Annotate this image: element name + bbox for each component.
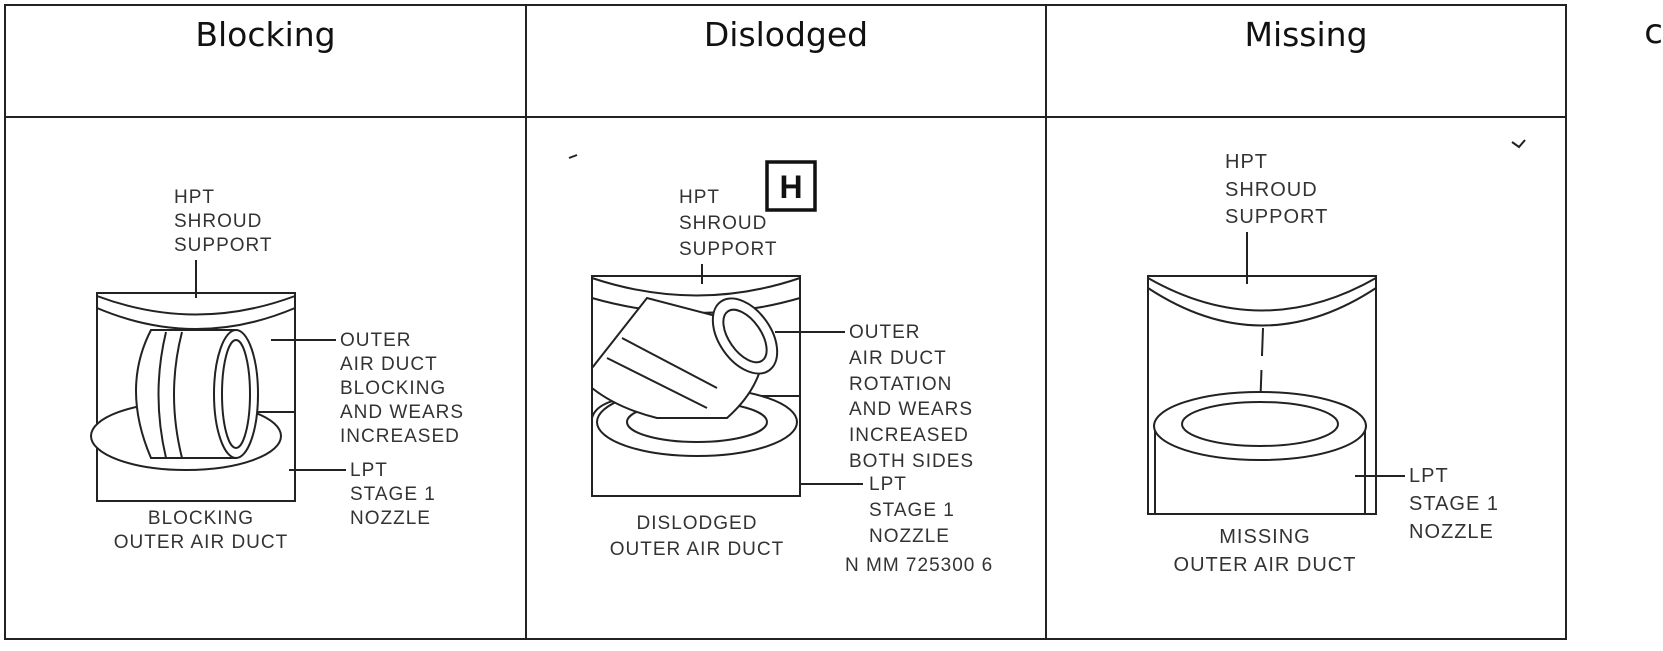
caption-line: BLOCKING bbox=[148, 508, 254, 529]
blocking-illustration: HPT SHROUD SUPPORT OUTER AIR DUCT BLOCKI… bbox=[90, 187, 464, 553]
duct-end-ring bbox=[213, 329, 259, 459]
lpt-label-line: LPT bbox=[1409, 465, 1449, 487]
caption-line: MISSING bbox=[1219, 526, 1310, 548]
duct-label-line: AIR DUCT bbox=[849, 348, 947, 369]
duct-end-inner bbox=[722, 308, 768, 364]
caption-line: OUTER AIR DUCT bbox=[610, 539, 784, 560]
duct-label-line: INCREASED bbox=[849, 425, 969, 446]
duct-label-line: AND WEARS bbox=[849, 399, 973, 420]
hpt-label-line: SHROUD bbox=[174, 211, 262, 232]
lpt-label-line: NOZZLE bbox=[350, 508, 431, 529]
lpt-label-line: NOZZLE bbox=[869, 526, 950, 547]
duct-label-line: BOTH SIDES bbox=[849, 451, 974, 472]
cell-missing: HPT SHROUD SUPPORT LPT STAGE 1 NOZZLE MI… bbox=[1045, 116, 1567, 640]
header-row: Blocking Dislodged Missing bbox=[4, 4, 1567, 118]
lpt-label-line: LPT bbox=[869, 474, 907, 495]
comparison-table: Blocking Dislodged Missing HPT SHROUD SU… bbox=[4, 4, 1567, 640]
hpt-label-line: SUPPORT bbox=[1225, 206, 1328, 228]
duct-label-line: OUTER bbox=[849, 322, 921, 343]
lpt-label-line: STAGE 1 bbox=[869, 500, 955, 521]
header-blocking: Blocking bbox=[4, 4, 527, 118]
duct-label-line: INCREASED bbox=[340, 426, 460, 447]
illustration-row: HPT SHROUD SUPPORT OUTER AIR DUCT BLOCKI… bbox=[4, 116, 1567, 640]
lpt-label-line: NOZZLE bbox=[1409, 521, 1494, 543]
hpt-label-line: SUPPORT bbox=[174, 235, 273, 256]
lpt-label-line: STAGE 1 bbox=[350, 484, 436, 505]
nozzle-opening bbox=[1153, 391, 1367, 461]
badge-letter: H bbox=[779, 169, 802, 205]
caption-line: OUTER AIR DUCT bbox=[1174, 554, 1357, 576]
duct-end-inner bbox=[221, 339, 251, 449]
duct-ribs bbox=[157, 331, 183, 459]
lpt-label-line: LPT bbox=[350, 460, 388, 481]
duct-label-line: BLOCKING bbox=[340, 378, 446, 399]
header-missing: Missing bbox=[1045, 4, 1567, 118]
reference-number: N MM 725300 6 bbox=[845, 555, 993, 576]
duct-label-line: ROTATION bbox=[849, 374, 952, 395]
hpt-label-line: HPT bbox=[174, 187, 215, 208]
nozzle-inner bbox=[1181, 401, 1339, 447]
header-dislodged: Dislodged bbox=[525, 4, 1047, 118]
frame bbox=[96, 292, 296, 502]
hpt-shroud-ring bbox=[591, 276, 801, 314]
duct-label-line: AIR DUCT bbox=[340, 354, 438, 375]
caption-line: OUTER AIR DUCT bbox=[114, 532, 288, 553]
hpt-label-line: SHROUD bbox=[679, 213, 767, 234]
duct-label-line: OUTER bbox=[340, 330, 412, 351]
hpt-label-line: SHROUD bbox=[1225, 179, 1318, 201]
hpt-shroud-ring bbox=[96, 294, 296, 330]
cell-dislodged: H HPT SHROUD SUPPORT OUTER AIR DUCT ROTA… bbox=[525, 116, 1047, 640]
duct-label-line: AND WEARS bbox=[340, 402, 464, 423]
missing-illustration: HPT SHROUD SUPPORT LPT STAGE 1 NOZZLE MI… bbox=[1147, 139, 1526, 576]
lpt-label-line: STAGE 1 bbox=[1409, 493, 1499, 515]
hpt-label-line: HPT bbox=[1225, 151, 1268, 173]
hpt-shroud-ring bbox=[1147, 276, 1377, 327]
scan-mark bbox=[1511, 139, 1526, 149]
frame bbox=[1147, 275, 1377, 515]
cell-blocking: HPT SHROUD SUPPORT OUTER AIR DUCT BLOCKI… bbox=[4, 116, 527, 640]
badge-box bbox=[765, 160, 817, 212]
edge-glyph: c bbox=[1644, 12, 1663, 52]
hpt-label-line: SUPPORT bbox=[679, 239, 778, 260]
dislodged-illustration: H HPT SHROUD SUPPORT OUTER AIR DUCT ROTA… bbox=[568, 154, 993, 576]
duct-end-ring bbox=[711, 297, 779, 375]
caption-line: DISLODGED bbox=[637, 513, 758, 534]
scan-mark bbox=[568, 154, 578, 159]
duct-ribs bbox=[606, 337, 718, 409]
hpt-label-line: HPT bbox=[679, 187, 720, 208]
